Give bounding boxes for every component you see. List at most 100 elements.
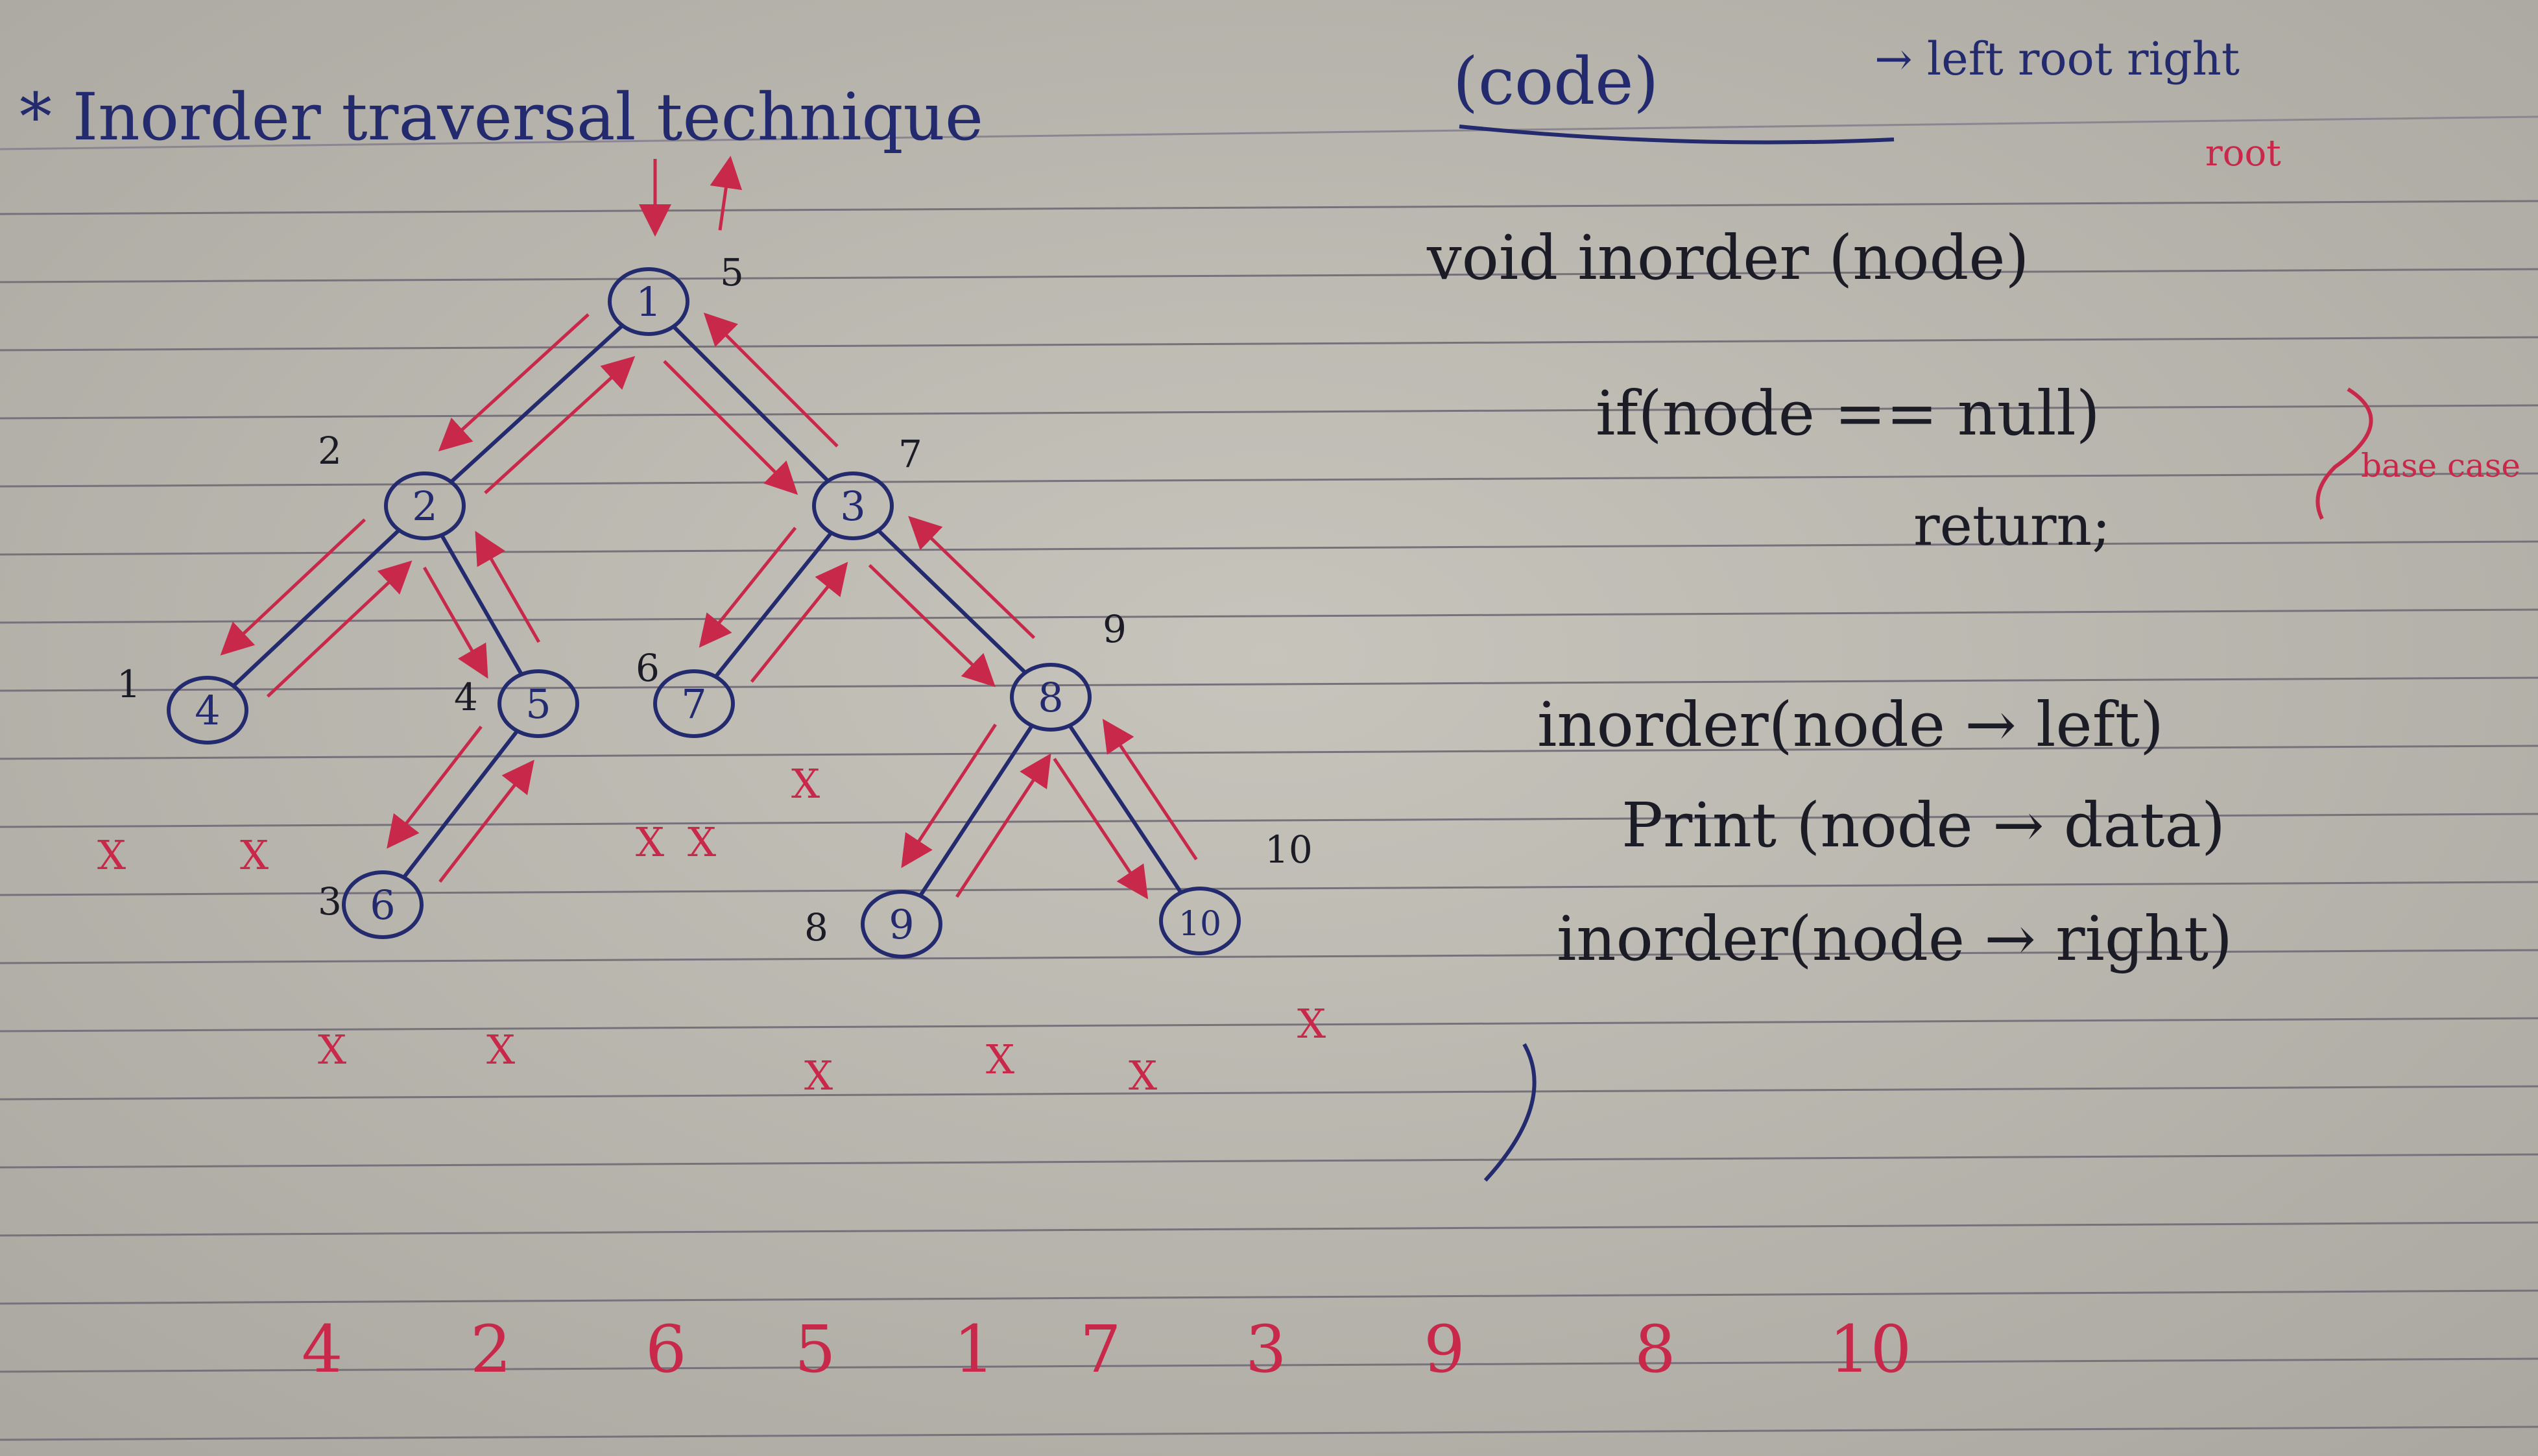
tree-edge xyxy=(876,527,1028,676)
return-arrow xyxy=(438,759,534,883)
output-value: 3 xyxy=(1245,1311,1287,1387)
node-visit-order: 6 xyxy=(636,646,660,690)
output-value: 1 xyxy=(953,1311,995,1387)
code-line-if: if(node == null) xyxy=(1596,378,2100,449)
ruled-line xyxy=(0,1357,2538,1373)
node-circle xyxy=(1159,887,1241,955)
closing-brace xyxy=(1483,1043,1537,1182)
node-label: 9 xyxy=(889,901,914,948)
header-rule xyxy=(0,115,2538,150)
descent-arrow xyxy=(663,360,798,495)
node-label: 5 xyxy=(525,680,551,728)
node-label: 6 xyxy=(370,881,395,929)
null-marker: X xyxy=(486,1026,515,1073)
output-value: 8 xyxy=(1634,1311,1676,1387)
descent-arrow xyxy=(699,527,797,648)
ruled-line xyxy=(0,949,2538,964)
output-value: 7 xyxy=(1080,1311,1121,1387)
return-arrow xyxy=(955,753,1051,898)
return-arrow xyxy=(908,516,1036,639)
tree-node: 63 xyxy=(318,870,424,939)
descent-arrow xyxy=(423,566,488,679)
base-case-label: base case xyxy=(2361,447,2520,484)
node-circle xyxy=(497,669,579,738)
tree-node: 76 xyxy=(636,646,735,738)
traversal-order-note: → left root right xyxy=(1874,32,2240,86)
ruled-line xyxy=(0,1017,2538,1032)
node-circle xyxy=(608,267,689,336)
output-value: 5 xyxy=(795,1311,836,1387)
node-visit-order: 9 xyxy=(1103,607,1127,651)
null-marker: X xyxy=(791,760,820,807)
ruled-line xyxy=(0,268,2538,283)
ruled-line xyxy=(0,608,2538,624)
descent-arrow xyxy=(220,518,366,656)
tree-node: 22 xyxy=(318,429,466,540)
ruled-lines xyxy=(0,200,2538,1441)
exit-arrow xyxy=(710,156,743,231)
node-visit-order: 1 xyxy=(117,662,141,706)
node-visit-order: 8 xyxy=(804,905,828,949)
null-marker: X xyxy=(1297,1000,1326,1047)
tree-node: 37 xyxy=(812,432,922,540)
tree-node: 41 xyxy=(117,662,248,745)
return-arrow xyxy=(750,562,848,683)
ruled-line xyxy=(0,881,2538,896)
output-value: 10 xyxy=(1829,1311,1911,1387)
tree-edge xyxy=(1068,724,1183,894)
ruled-line xyxy=(0,1221,2538,1237)
node-label: 4 xyxy=(195,687,220,734)
null-marker: X xyxy=(636,818,664,866)
node-label: 10 xyxy=(1179,905,1221,944)
output-value: 6 xyxy=(645,1311,687,1387)
node-circle xyxy=(167,676,248,745)
descent-arrow xyxy=(438,313,590,452)
return-arrow xyxy=(703,312,839,448)
ruled-line xyxy=(0,540,2538,556)
null-marker: X xyxy=(688,818,716,866)
return-arrow xyxy=(1102,719,1198,861)
code-line-signature: void inorder (node) xyxy=(1426,222,2029,294)
code-tag: (code) xyxy=(1453,43,1658,119)
tree-edge xyxy=(440,534,523,676)
node-visit-order: 5 xyxy=(720,250,744,294)
code-tag-underline xyxy=(1459,125,1895,145)
return-arrow xyxy=(475,531,540,643)
ruled-line xyxy=(0,1289,2538,1305)
tree-node: 89 xyxy=(1010,607,1127,732)
output-value: 4 xyxy=(302,1311,343,1387)
node-label: 8 xyxy=(1038,674,1063,721)
null-marker: X xyxy=(97,831,126,879)
node-circle xyxy=(1010,663,1092,732)
code-line-inorder-right: inorder(node → right) xyxy=(1557,903,2233,975)
tree-edge xyxy=(713,531,833,679)
code-block: void inorder (node) if(node == null) ret… xyxy=(1426,222,2520,1182)
node-visit-order: 10 xyxy=(1265,828,1313,872)
traversal-arrows xyxy=(220,156,1198,900)
ruled-line xyxy=(0,676,2538,692)
tree-edges xyxy=(230,322,1183,898)
ruled-line xyxy=(0,472,2538,488)
tree-edge xyxy=(230,527,402,689)
return-arrow xyxy=(266,560,413,698)
tree-edge xyxy=(401,729,520,879)
descent-arrow xyxy=(1053,758,1149,900)
node-circle xyxy=(653,669,735,738)
descent-arrow xyxy=(868,564,996,687)
code-line-print: Print (node → data) xyxy=(1622,790,2225,861)
ruled-line xyxy=(0,200,2538,215)
node-circle xyxy=(342,870,424,939)
tree-node: 54 xyxy=(454,669,579,738)
tree-edge xyxy=(448,322,625,485)
ruled-line xyxy=(0,813,2538,828)
node-visit-order: 2 xyxy=(318,429,342,473)
tree-edge xyxy=(918,724,1034,898)
node-circle xyxy=(384,471,466,540)
node-visit-order: 7 xyxy=(898,432,922,476)
